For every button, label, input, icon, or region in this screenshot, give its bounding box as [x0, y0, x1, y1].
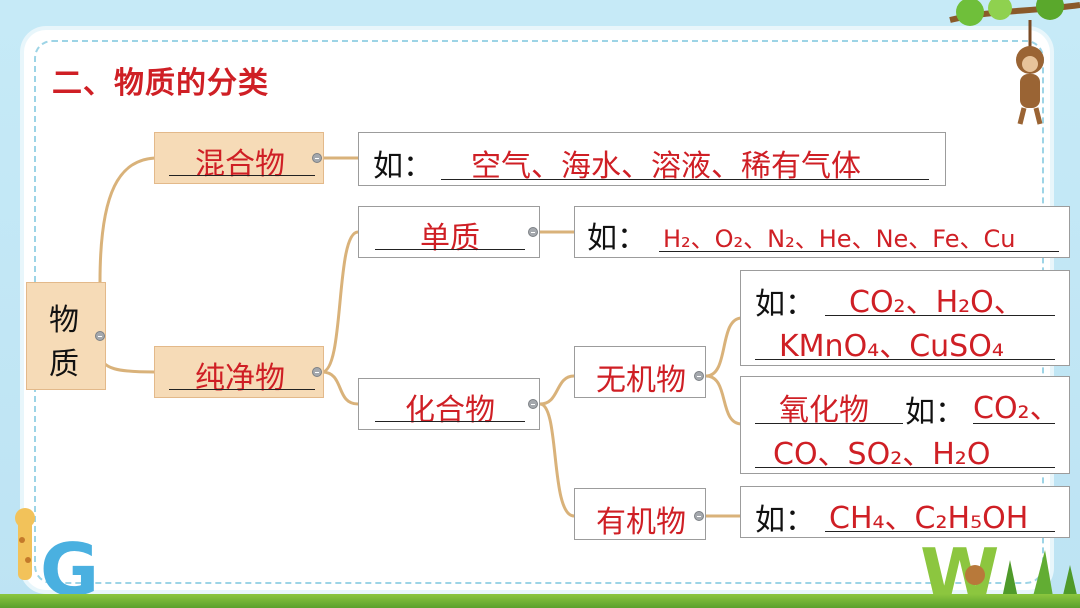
compound-underline	[375, 421, 525, 422]
compound-node: 化合物	[358, 378, 540, 430]
pure-substance-node: 纯净物	[154, 346, 324, 398]
organic-node: 有机物	[574, 488, 706, 540]
connector-pure-element	[321, 230, 359, 374]
connector-pure-compound	[321, 370, 359, 406]
connector-root-mixture	[98, 156, 156, 283]
connector-inorganic-oxide	[705, 374, 743, 426]
collapse-icon[interactable]	[528, 399, 538, 409]
oxide-examples-line2: CO、SO₂、H₂O	[773, 437, 991, 472]
element-examples: H₂、O₂、N₂、He、Ne、Fe、Cu	[663, 225, 1016, 253]
root-node: 物 质	[26, 282, 106, 390]
oxide-label-underline	[755, 423, 903, 424]
organic-example-box: 如： CH₄、C₂H₅OH	[740, 486, 1070, 538]
organic-label: 有机物	[596, 505, 686, 540]
organic-underline	[825, 531, 1055, 532]
collapse-icon[interactable]	[528, 227, 538, 237]
inorganic-examples-line2: KMnO₄、CuSO₄	[779, 329, 1004, 364]
inorganic-node: 无机物	[574, 346, 706, 398]
mixture-examples: 空气、海水、溶液、稀有气体	[471, 149, 861, 184]
oxide-examples-line1: CO₂、	[973, 391, 1060, 426]
element-example-prefix: 如：	[587, 221, 647, 256]
inorganic-example-prefix: 如：	[755, 287, 815, 322]
collapse-icon[interactable]	[312, 153, 322, 163]
element-label: 单质	[420, 221, 480, 256]
mixture-example-underline	[441, 179, 929, 180]
root-label-line1: 物	[49, 303, 79, 338]
mixture-example-prefix: 如：	[373, 149, 433, 184]
collapse-icon[interactable]	[312, 367, 322, 377]
collapse-icon[interactable]	[694, 511, 704, 521]
organic-example-prefix: 如：	[755, 503, 815, 538]
giraffe-decoration: G	[15, 508, 99, 608]
organic-examples: CH₄、C₂H₅OH	[829, 501, 1029, 536]
inorganic-label: 无机物	[596, 363, 686, 398]
collapse-icon[interactable]	[694, 371, 704, 381]
oxide-underline-2	[755, 467, 1055, 468]
mixture-label: 混合物	[195, 147, 285, 182]
section-title: 二、物质的分类	[52, 66, 269, 101]
mixture-node: 混合物	[154, 132, 324, 184]
connector-inorganic-example	[705, 316, 743, 378]
grass-strip	[0, 594, 1080, 608]
mixture-underline	[169, 175, 315, 176]
inorganic-example-box: 如： CO₂、H₂O、 KMnO₄、CuSO₄	[740, 270, 1070, 366]
element-node: 单质	[358, 206, 540, 258]
mixture-example-box: 如： 空气、海水、溶液、稀有气体	[358, 132, 946, 186]
root-label-line2: 质	[49, 347, 79, 382]
tree-branch-decoration	[949, 0, 1080, 26]
oxide-underline-1	[973, 423, 1055, 424]
inorganic-examples-line1: CO₂、H₂O、	[849, 285, 1024, 320]
oxide-example-box: 氧化物 如： CO₂、 CO、SO₂、H₂O	[740, 376, 1070, 474]
oxide-label: 氧化物	[779, 393, 869, 428]
inorganic-underline-1	[825, 315, 1055, 316]
connector-root-pure	[98, 351, 156, 374]
connector-compound-inorganic	[539, 374, 575, 406]
element-underline	[375, 249, 525, 250]
inorganic-underline-2	[755, 359, 1055, 360]
pure-substance-underline	[169, 389, 315, 390]
element-example-underline	[659, 251, 1059, 252]
monkey-decoration	[1016, 20, 1044, 125]
element-example-box: 如： H₂、O₂、N₂、He、Ne、Fe、Cu	[574, 206, 1070, 258]
compound-label: 化合物	[405, 393, 495, 428]
connector-compound-organic	[539, 402, 575, 518]
pure-substance-label: 纯净物	[195, 361, 285, 396]
collapse-icon[interactable]	[95, 331, 105, 341]
oxide-example-prefix: 如：	[905, 395, 965, 430]
